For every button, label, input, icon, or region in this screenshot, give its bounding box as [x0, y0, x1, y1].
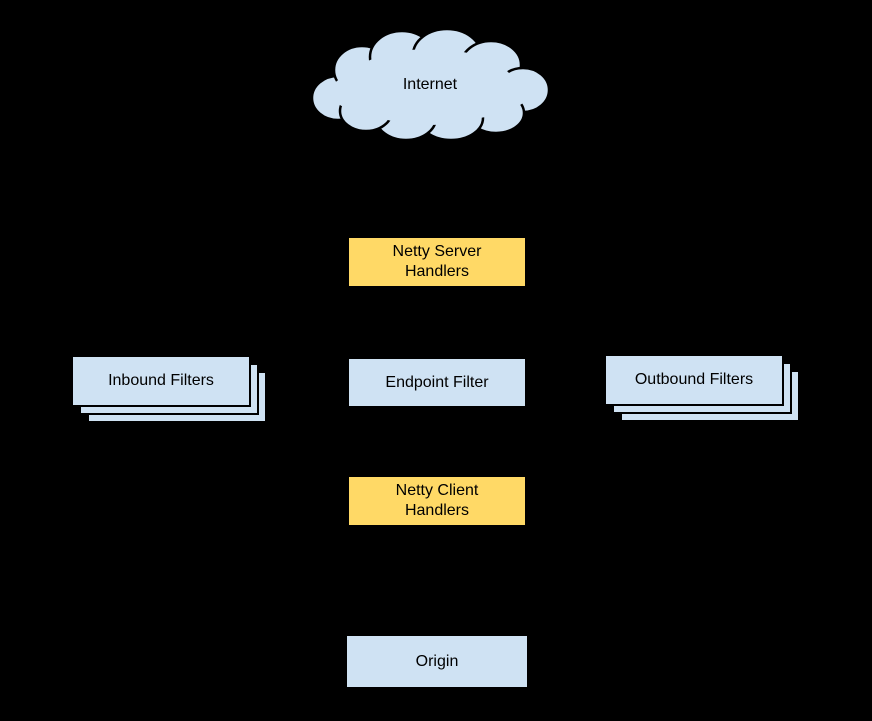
outbound-filters-label: Outbound Filters — [604, 354, 784, 406]
internet-label: Internet — [402, 76, 458, 93]
cloud-icon — [310, 27, 551, 142]
outbound-filters-node: Outbound Filters — [604, 354, 802, 424]
inbound-filters-node: Inbound Filters — [71, 355, 269, 425]
origin-node: Origin — [347, 636, 527, 687]
internet-cloud-node: Internet — [300, 24, 560, 146]
netty-client-handlers-node: Netty Client Handlers — [347, 475, 527, 527]
inbound-filters-label: Inbound Filters — [71, 355, 251, 407]
netty-server-handlers-node: Netty Server Handlers — [347, 236, 527, 288]
endpoint-filter-node: Endpoint Filter — [347, 357, 527, 408]
